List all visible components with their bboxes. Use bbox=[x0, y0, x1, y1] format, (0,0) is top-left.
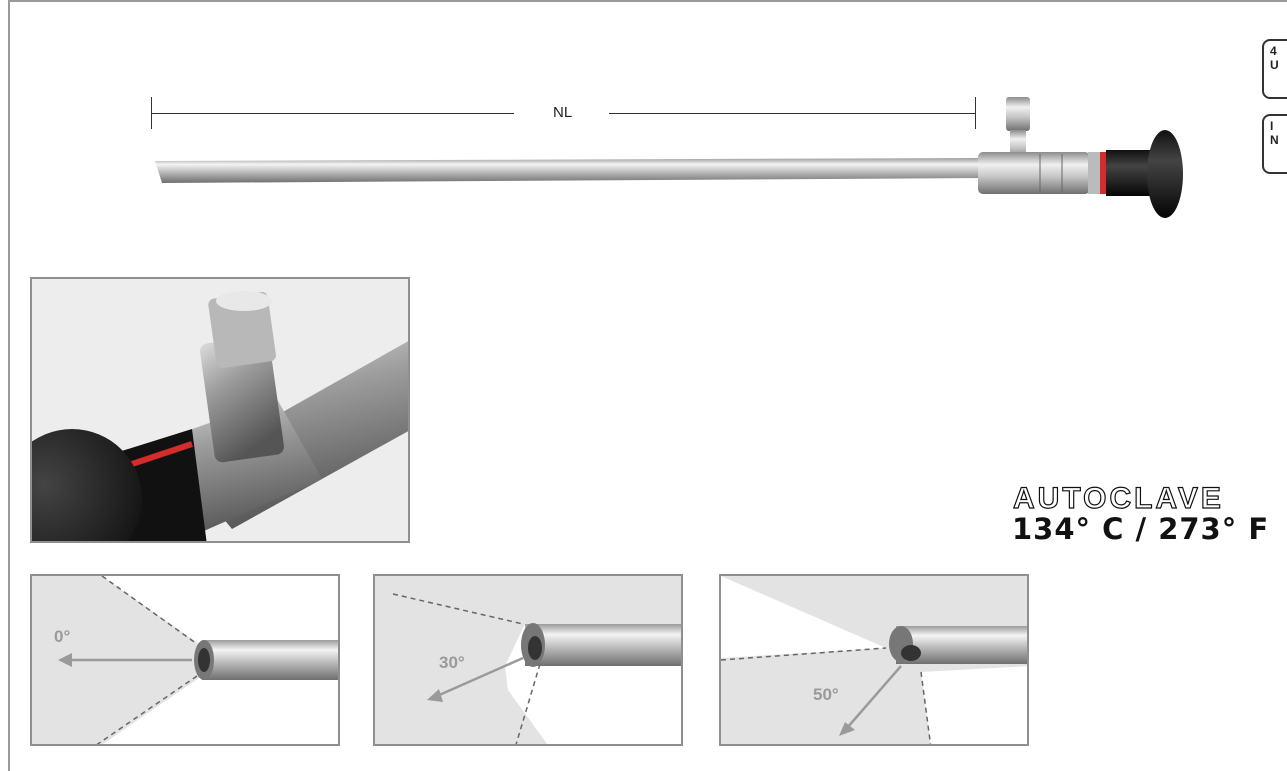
view-angle-0: 0° bbox=[30, 574, 340, 746]
nl-right-line bbox=[609, 113, 976, 114]
nl-left-line bbox=[151, 113, 514, 114]
autoclave-temperature: 134° C / 273° F bbox=[1012, 512, 1270, 546]
badge-bottom: I N bbox=[1262, 114, 1287, 174]
view-angle-30: 30° bbox=[373, 574, 683, 746]
nl-label: NL bbox=[553, 104, 573, 121]
badge-bottom-line2: N bbox=[1270, 133, 1279, 147]
scope-body bbox=[978, 152, 1090, 194]
shaft bbox=[155, 158, 984, 183]
eyepiece-neck bbox=[1106, 150, 1150, 196]
badge-top: 4 U bbox=[1262, 39, 1287, 99]
eyepiece-cup bbox=[1147, 130, 1183, 218]
angle-label-0: 0° bbox=[54, 627, 70, 646]
accent-ring bbox=[1100, 152, 1106, 194]
badge-bottom-line1: I bbox=[1270, 119, 1274, 133]
badge-top-line1: 4 bbox=[1270, 44, 1277, 58]
angle-label-30: 30° bbox=[439, 653, 465, 672]
detail-photo bbox=[30, 277, 410, 543]
endoscope-image bbox=[155, 97, 1183, 218]
angle-label-50: 50° bbox=[813, 685, 839, 704]
light-post-connector bbox=[1006, 97, 1030, 131]
page-frame bbox=[8, 0, 1287, 771]
view-angle-50: 50° bbox=[719, 574, 1029, 746]
autoclave-title: AUTOCLAVE bbox=[1012, 481, 1224, 515]
badge-top-line2: U bbox=[1270, 58, 1279, 72]
nl-right-tick bbox=[975, 97, 976, 129]
